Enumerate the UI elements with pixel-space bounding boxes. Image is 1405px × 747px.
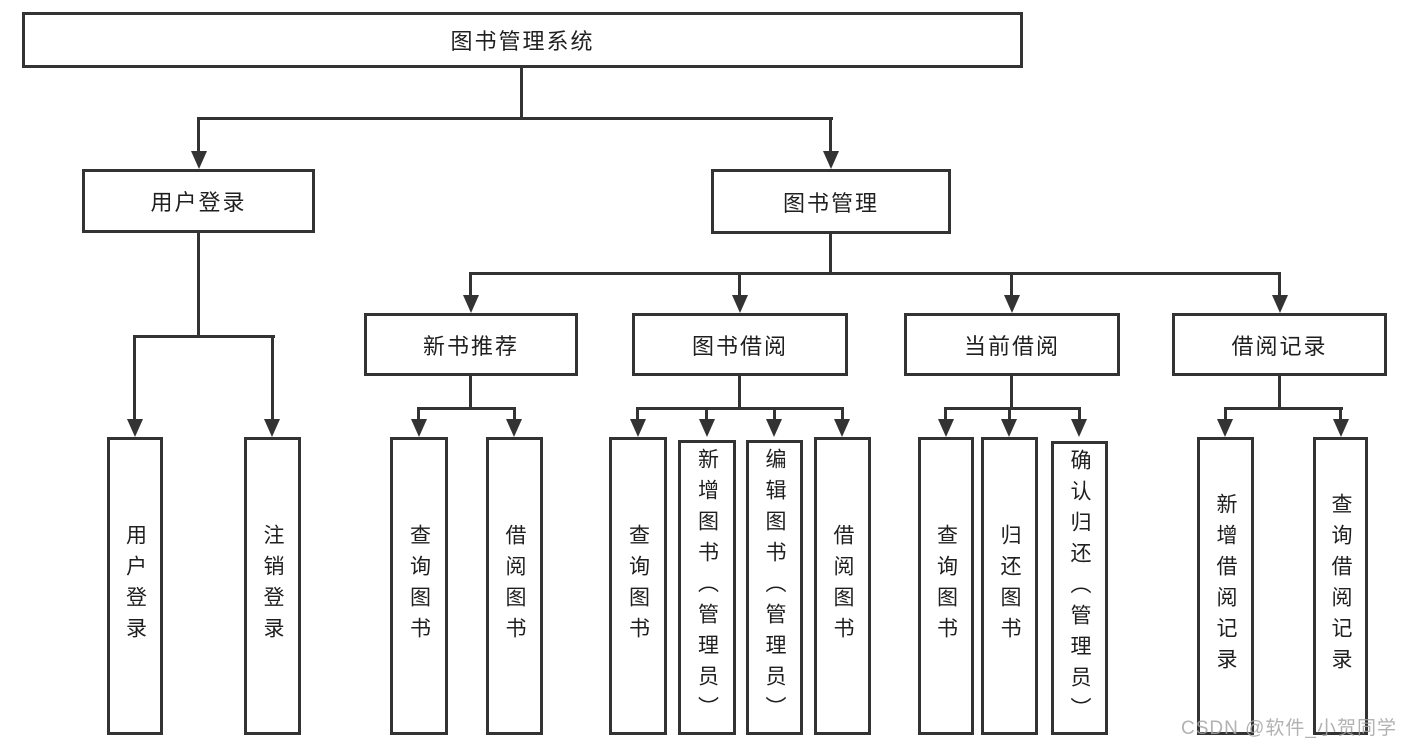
csdn-watermark: CSDN @软件_小贺同学 [1181,718,1397,739]
connector-line [738,376,741,410]
connector-line [636,407,844,410]
node-leaf-edit-book: 编辑图书（管理员） [746,440,803,735]
node-leaf-user-login: 用户登录 [107,437,163,735]
node-leaf-borrow-book-2: 借阅图书 [814,437,871,735]
connector-arrowhead [191,151,207,169]
connector-line [1224,407,1227,421]
node-label: 当前借阅 [963,333,1060,359]
connector-arrowhead [127,419,143,437]
node-user-login: 用户登录 [82,169,315,233]
node-leaf-add-book: 新增图书（管理员） [678,440,736,735]
node-leaf-query-book-1: 查询图书 [390,437,448,735]
connector-line [271,335,274,421]
connector-arrowhead [1333,419,1349,437]
connector-line [1010,272,1013,297]
node-label: 新增借阅记录 [1214,493,1237,679]
node-label: 查询图书 [407,524,431,648]
node-label: 新增图书（管理员） [695,448,719,727]
node-label: 借阅图书 [831,524,854,648]
connector-line [513,407,516,421]
connector-line [1010,376,1013,410]
node-leaf-add-borrow-record: 新增借阅记录 [1197,437,1254,735]
node-book-management: 图书管理 [711,169,951,234]
connector-arrowhead [823,151,839,169]
connector-arrowhead [264,419,280,437]
node-label: 图书借阅 [691,333,788,359]
node-leaf-query-borrow-record: 查询借阅记录 [1313,437,1368,735]
node-leaf-logout: 注销登录 [244,437,301,735]
connector-line [469,272,472,297]
connector-line [469,272,1281,275]
connector-arrowhead [732,295,748,313]
connector-line [944,407,1081,410]
node-label: 借阅图书 [503,524,526,648]
connector-arrowhead [938,419,954,437]
node-label: 图书管理 [782,190,879,216]
connector-line [197,117,200,152]
connector-arrowhead [506,419,522,437]
connector-line [520,68,523,120]
node-label: 新书推荐 [422,333,519,359]
connector-arrowhead [630,419,646,437]
node-label: 确认归还（管理员） [1068,448,1091,728]
node-borrowing-records: 借阅记录 [1172,313,1387,376]
node-label: 注销登录 [261,524,284,648]
connector-line [197,233,200,338]
connector-arrowhead [463,295,479,313]
node-label: 归还图书 [998,524,1021,648]
connector-line [1224,407,1343,410]
node-leaf-return-book: 归还图书 [981,437,1038,735]
connector-arrowhead [1071,419,1087,437]
connector-line [1008,407,1011,421]
connector-line [1339,407,1342,421]
node-label: 用户登录 [150,190,247,215]
node-leaf-query-book-2: 查询图书 [609,437,667,735]
connector-line [197,117,833,120]
node-label: 查询借阅记录 [1329,493,1352,679]
connector-arrowhead [834,419,850,437]
connector-line [738,272,741,297]
connector-line [705,407,708,421]
node-label: 查询图书 [934,524,958,648]
connector-arrowhead [1004,295,1020,313]
connector-line [829,117,832,152]
node-label: 用户登录 [123,524,147,648]
connector-line [417,407,420,421]
connector-line [469,376,472,410]
node-label: 编辑图书（管理员） [763,448,786,727]
connector-arrowhead [1272,295,1288,313]
connector-line [1278,376,1281,410]
connector-line [133,335,275,338]
node-new-book-recommend: 新书推荐 [364,313,578,376]
connector-arrowhead [1001,419,1017,437]
node-leaf-query-book-3: 查询图书 [918,437,974,735]
node-current-borrowing: 当前借阅 [904,313,1120,376]
node-leaf-borrow-book-1: 借阅图书 [486,437,543,735]
connector-line [1278,272,1281,297]
connector-line [133,335,136,421]
connector-line [944,407,947,421]
connector-line [636,407,639,421]
connector-arrowhead [411,419,427,437]
node-label: 查询图书 [626,524,650,648]
node-leaf-confirm-return: 确认归还（管理员） [1051,441,1108,735]
connector-line [841,407,844,421]
node-root: 图书管理系统 [22,12,1023,68]
connector-line [417,407,516,410]
connector-line [773,407,776,421]
connector-arrowhead [766,419,782,437]
connector-line [829,234,832,275]
node-label: 图书管理系统 [450,29,595,54]
node-book-borrowing: 图书借阅 [632,313,848,376]
connector-arrowhead [699,419,715,437]
connector-arrowhead [1217,419,1233,437]
node-label: 借阅记录 [1231,333,1328,359]
connector-line [1078,407,1081,421]
